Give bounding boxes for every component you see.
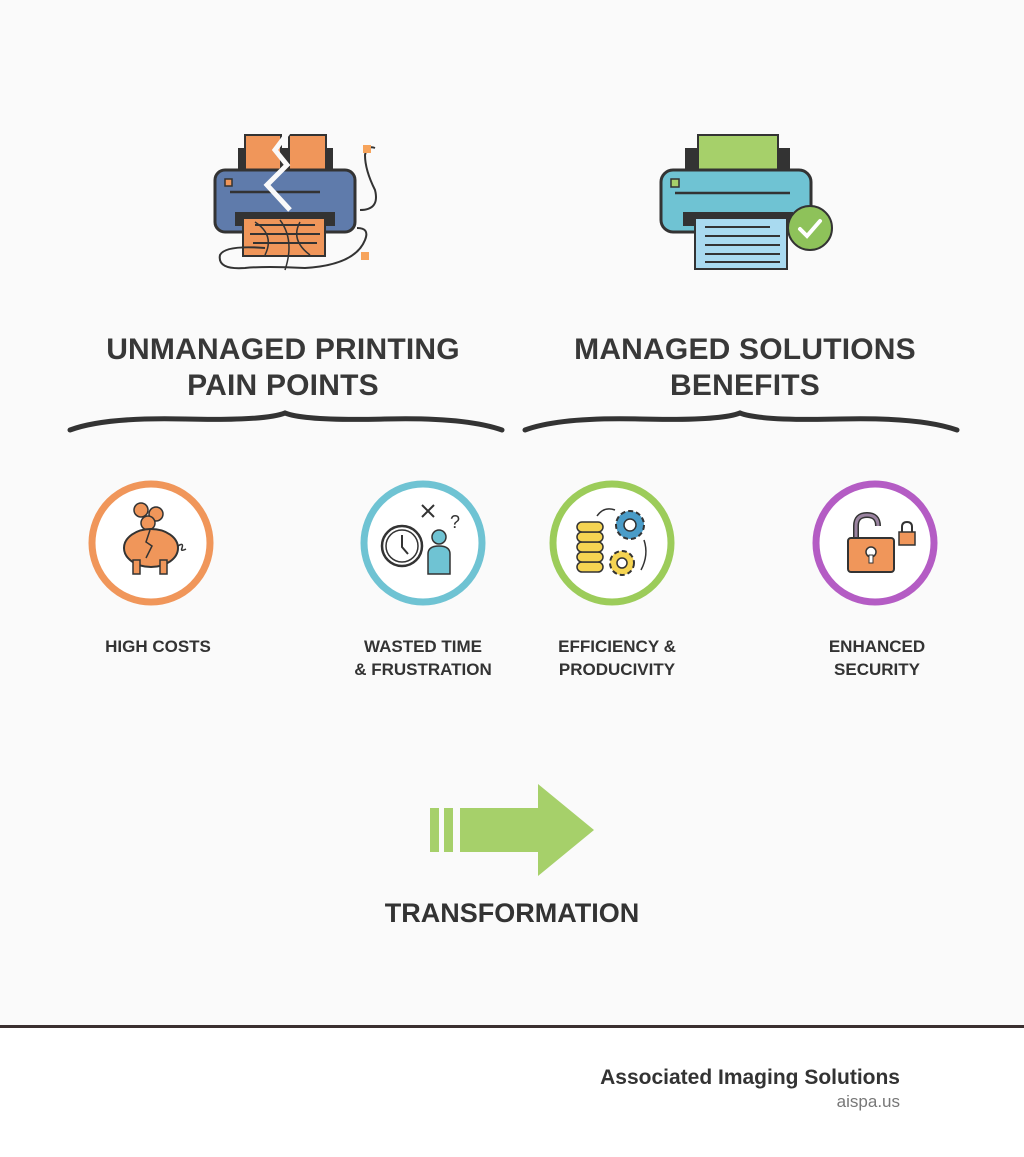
pain-item-high-costs: HIGH COSTS [58, 635, 258, 658]
transformation-label: TRANSFORMATION [384, 898, 640, 928]
working-printer-icon [659, 134, 833, 270]
benefit-item-efficiency: EFFICIENCY & PRODUCIVITY [517, 635, 717, 681]
footer [0, 1025, 1024, 1157]
benefits-brace [522, 410, 960, 433]
pain-item-label: HIGH COSTS [105, 637, 211, 656]
pain-item-label: WASTED TIME [363, 637, 483, 656]
coins-gears-icon [549, 480, 675, 606]
pain-points-heading: UNMANAGED PRINTING PAIN POINTS [53, 332, 513, 404]
benefit-item-label: EFFICIENCY & [558, 637, 676, 656]
benefit-item-label: SECURITY [834, 660, 920, 679]
benefit-item-label: ENHANCED [828, 637, 926, 656]
benefits-heading-line2: BENEFITS [670, 369, 820, 402]
benefit-item-label: PRODUCIVITY [558, 660, 676, 679]
clock-person-icon: ? [360, 480, 486, 606]
pain-heading-line1: UNMANAGED PRINTING [106, 333, 460, 366]
benefits-heading-line1: MANAGED SOLUTIONS [574, 333, 916, 366]
pain-brace [67, 410, 505, 433]
transformation-arrow-icon [430, 784, 594, 876]
pain-item-wasted-time: WASTED TIME & FRUSTRATION [323, 635, 523, 681]
website-link[interactable]: aispa.us [836, 1092, 900, 1111]
benefits-heading: MANAGED SOLUTIONS BENEFITS [515, 332, 975, 404]
company-name: Associated Imaging Solutions [600, 1066, 900, 1089]
benefit-item-security: ENHANCED SECURITY [777, 635, 977, 681]
pain-heading-line2: PAIN POINTS [187, 369, 379, 402]
brace-dividers [67, 410, 960, 433]
broken-printer-icon [213, 130, 377, 271]
padlock-icon [812, 480, 938, 606]
pain-item-label: & FRUSTRATION [354, 660, 492, 679]
svg-text:?: ? [450, 512, 460, 532]
piggy-bank-icon [88, 480, 214, 606]
